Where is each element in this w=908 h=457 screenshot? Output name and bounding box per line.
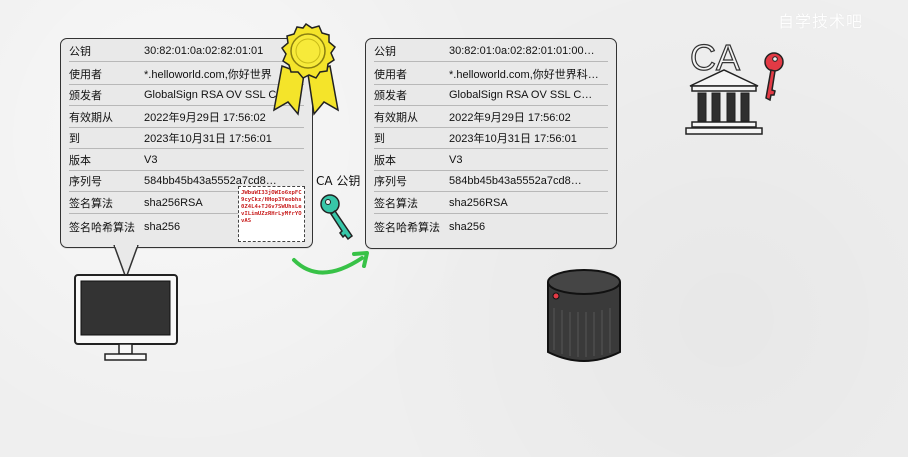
ca-authority-building-icon: CA (685, 36, 784, 135)
cert-row: 有效期从 2022年9月29日 17:56:02 (69, 107, 304, 128)
cert-key: 颁发者 (374, 89, 407, 102)
cert-key: 签名哈希算法 (69, 221, 135, 234)
cert-value: *.helloworld.com,你好世界科… (449, 69, 599, 81)
cert-row: 颁发者 GlobalSign RSA OV SSL C… (374, 85, 608, 106)
digital-signature: JWbuWI33jOWIo6xpFC9cyCkz/HHop3Yeobhs0Z4L… (238, 186, 305, 242)
cert-row: 签名算法 sha256RSA (374, 193, 608, 214)
cert-row: 公钥 30:82:01:0a:02:82:01:01 (69, 41, 304, 62)
ca-private-key-icon (764, 52, 784, 102)
cert-row: 版本 V3 (374, 150, 608, 171)
cert-value: *.helloworld.com,你好世界 (144, 69, 272, 81)
cert-key: 签名算法 (374, 197, 418, 210)
cert-key: 到 (374, 132, 385, 145)
cert-row: 公钥 30:82:01:0a:02:82:01:01:00… (374, 41, 608, 62)
verification-arrow (292, 251, 369, 275)
cert-value: V3 (449, 154, 463, 166)
cert-value: V3 (144, 154, 158, 166)
cert-key: 公钥 (69, 45, 91, 58)
cert-row: 到 2023年10月31日 17:56:01 (374, 128, 608, 149)
cert-key: 使用者 (69, 68, 102, 81)
cert-key: 签名哈希算法 (374, 221, 440, 234)
cert-row: 到 2023年10月31日 17:56:01 (69, 128, 304, 149)
ca-public-key-label: CA 公钥 (316, 174, 361, 188)
cert-value: 2022年9月29日 17:56:02 (449, 112, 571, 124)
cert-value: 584bb45b43a5552a7cd8… (449, 175, 582, 187)
cert-row: 序列号 584bb45b43a5552a7cd8… (69, 171, 304, 192)
cert-key: 有效期从 (69, 111, 113, 124)
cert-row: 颁发者 GlobalSign RSA OV SSL C (69, 85, 304, 106)
cert-value: sha256RSA (144, 197, 203, 209)
cert-value: GlobalSign RSA OV SSL C… (449, 89, 593, 101)
cert-value: sha256 (449, 221, 486, 233)
cert-key: 有效期从 (374, 111, 418, 124)
cert-key: 序列号 (69, 175, 102, 188)
watermark: 自学技术吧 (778, 12, 864, 31)
cert-row: 签名算法 sha256RSA (69, 193, 304, 214)
cert-row: 使用者 *.helloworld.com,你好世界科… (374, 64, 608, 85)
cert-key: 到 (69, 132, 80, 145)
cert-value: GlobalSign RSA OV SSL C (144, 89, 277, 101)
cert-value: sha256 (144, 221, 181, 233)
left-certificate-card: 公钥 30:82:01:0a:02:82:01:01 使用者 *.helloworl… (60, 38, 313, 248)
cert-key: 序列号 (374, 175, 407, 188)
right-certificate-card: 公钥 30:82:01:0a:02:82:01:01:00… 使用者 *.hello… (365, 38, 617, 249)
cert-key: 版本 (69, 154, 91, 167)
cert-value: 2023年10月31日 17:56:01 (449, 133, 577, 145)
server-database-icon (547, 269, 621, 362)
cert-key: 颁发者 (69, 89, 102, 102)
cert-value: sha256RSA (449, 197, 508, 209)
cert-row: 版本 V3 (69, 150, 304, 171)
cert-row: 序列号 584bb45b43a5552a7cd8… (374, 171, 608, 192)
cert-value: 2022年9月29日 17:56:02 (144, 112, 266, 124)
cert-key: 版本 (374, 154, 396, 167)
cert-value: 30:82:01:0a:02:82:01:01 (144, 45, 264, 57)
ca-building-label: CA (690, 37, 740, 78)
certificate-seal-icon (272, 22, 340, 116)
cert-row: 使用者 *.helloworld.com,你好世界 (69, 64, 304, 85)
cert-value: 2023年10月31日 17:56:01 (144, 133, 272, 145)
cert-row: 签名哈希算法 sha256 (69, 217, 304, 237)
cert-row: 签名哈希算法 sha256 (374, 217, 608, 237)
cert-key: 公钥 (374, 45, 396, 58)
cert-key: 使用者 (374, 68, 407, 81)
ca-public-key-icon (320, 194, 354, 241)
cert-value: 584bb45b43a5552a7cd8… (144, 175, 277, 187)
cert-value: 30:82:01:0a:02:82:01:01:00… (449, 45, 595, 57)
monitor-icon (74, 274, 178, 361)
cert-key: 签名算法 (69, 197, 113, 210)
cert-row: 有效期从 2022年9月29日 17:56:02 (374, 107, 608, 128)
